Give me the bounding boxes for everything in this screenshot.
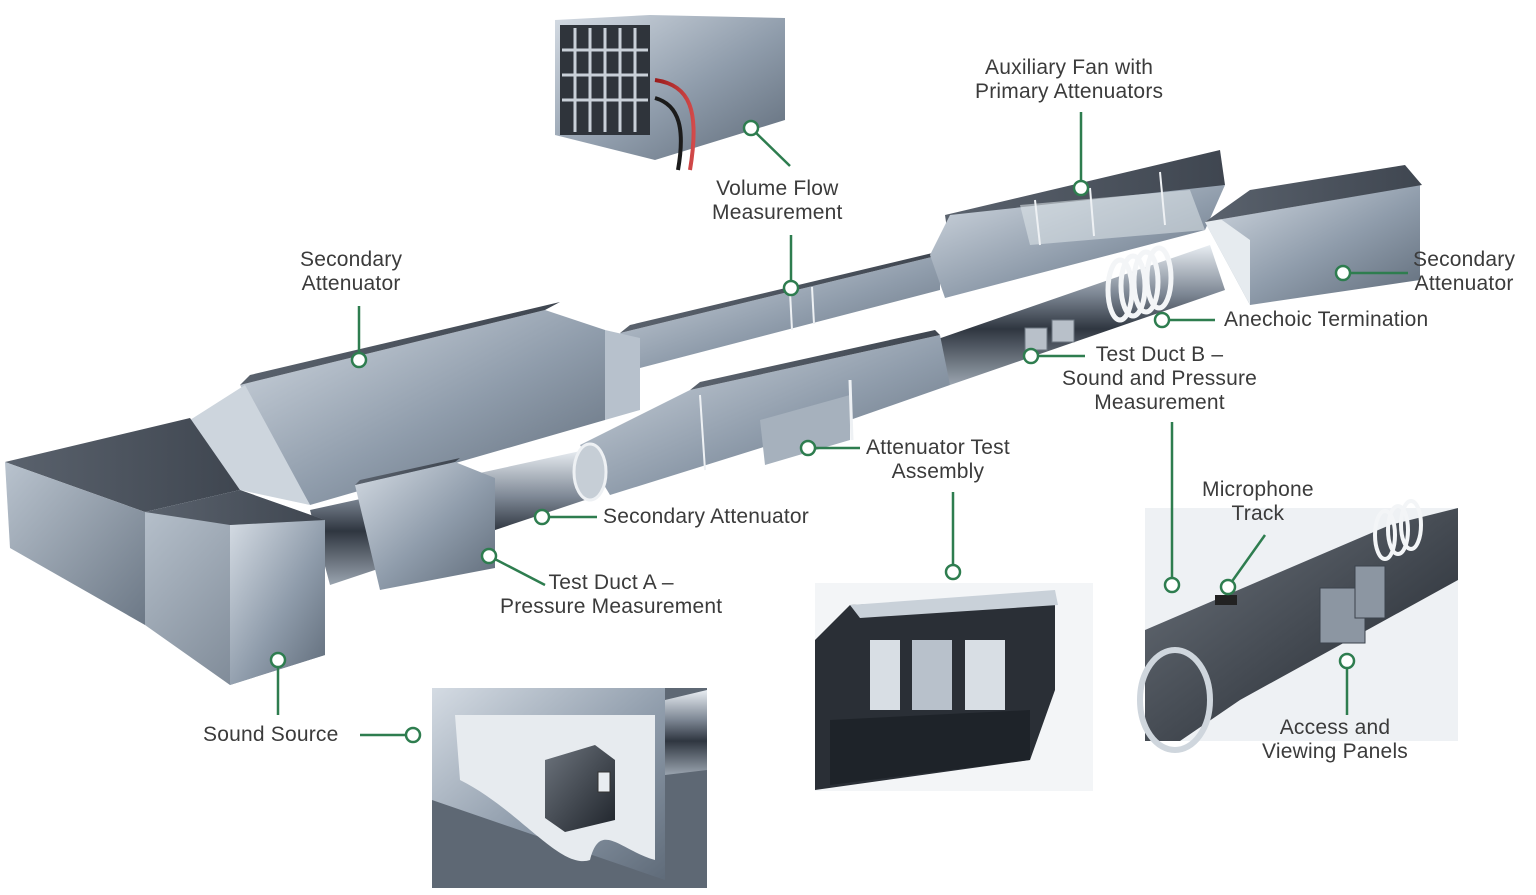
callout-marker-icon (1022, 347, 1040, 365)
label-attenuator-test-assembly: Attenuator Test Assembly (866, 436, 1010, 483)
callout-marker-icon (1338, 652, 1356, 670)
callout-marker-icon (799, 439, 817, 457)
callout-marker-icon (1163, 576, 1181, 594)
callout-lines (276, 112, 1408, 737)
label-microphone-track: Microphone Track (1202, 478, 1314, 525)
callout-marker-icon (1153, 311, 1171, 329)
label-sound-source: Sound Source (203, 723, 339, 746)
callout-marker-icon (1334, 264, 1352, 282)
callout-marker-icon (533, 508, 551, 526)
callout-marker-icon (480, 547, 498, 565)
inset-sound-source (432, 688, 707, 888)
label-secondary-attenuator-left: Secondary Attenuator (300, 248, 403, 295)
test-duct-b (935, 245, 1225, 385)
label-access-viewing-panels: Access and Viewing Panels (1262, 716, 1409, 763)
inset-attenuator (815, 583, 1093, 791)
secondary-attenuator-left-box (190, 302, 640, 505)
secondary-attenuator-right-box (1205, 165, 1422, 305)
auxiliary-fan-housing (930, 150, 1225, 298)
inset-volume-flow (555, 15, 785, 171)
plenum (5, 418, 240, 625)
callout-marker-icon (742, 119, 760, 137)
label-volume-flow: Volume Flow Measurement (712, 177, 843, 224)
label-test-duct-b: Test Duct B – Sound and Pressure Measure… (1062, 343, 1258, 414)
callout-marker-icon (1219, 578, 1237, 596)
label-secondary-attenuator-right: Secondary Attenuator (1413, 248, 1516, 295)
label-auxiliary-fan: Auxiliary Fan with Primary Attenuators (975, 56, 1164, 103)
return-duct (620, 250, 945, 368)
callout-marker-icon (944, 563, 962, 581)
label-test-duct-a: Test Duct A – Pressure Measurement (500, 571, 723, 618)
attenuator-assembly (580, 330, 950, 495)
label-anechoic-termination: Anechoic Termination (1224, 308, 1429, 331)
callout-markers (269, 119, 1356, 744)
callout-marker-icon (1072, 179, 1090, 197)
sound-source-box (145, 490, 325, 685)
callout-marker-icon (782, 279, 800, 297)
callout-marker-icon (269, 651, 287, 669)
callout-marker-icon (404, 726, 422, 744)
callout-marker-icon (350, 351, 368, 369)
test-duct-a-box (355, 458, 495, 590)
label-secondary-attenuator-middle: Secondary Attenuator (603, 505, 809, 528)
inset-microphone-track (1137, 499, 1458, 753)
